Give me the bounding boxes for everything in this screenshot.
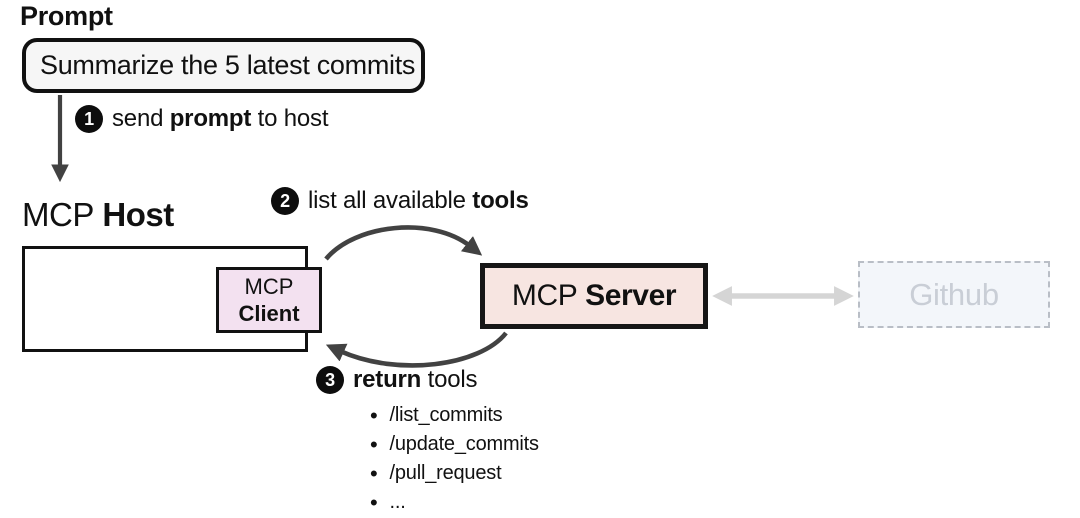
returned-tools-list: •/list_commits •/update_commits •/pull_r… — [360, 401, 539, 517]
bullet-icon: • — [370, 402, 378, 428]
tool-list-item: •/update_commits — [370, 431, 539, 457]
client-to-server-arc — [324, 225, 483, 261]
mcp-client-line1: MCP — [244, 273, 294, 299]
bullet-icon: • — [370, 489, 378, 515]
prompt-box: Summarize the 5 latest commits — [22, 38, 425, 93]
prompt-heading: Prompt — [20, 1, 113, 31]
github-box: Github — [858, 261, 1050, 328]
step-2-text: list all available tools — [308, 187, 529, 214]
tool-list-item: •... — [370, 489, 406, 515]
bullet-icon: • — [370, 460, 378, 486]
github-label: Github — [909, 276, 999, 312]
step-3-label: 3 return tools — [316, 366, 478, 394]
mcp-client-line2: Client — [238, 301, 300, 326]
tool-list-item: •/list_commits — [370, 402, 503, 428]
bullet-icon: • — [370, 431, 378, 457]
step-1-badge: 1 — [75, 105, 103, 133]
prompt-text: Summarize the 5 latest commits — [40, 50, 416, 80]
step-3-text: return tools — [353, 366, 478, 393]
tool-list-item: •/pull_request — [370, 460, 502, 486]
step-2-badge: 2 — [271, 187, 299, 215]
step-1-text: send prompt to host — [112, 105, 329, 132]
server-to-client-arc — [325, 331, 508, 368]
step-3-badge: 3 — [316, 366, 344, 394]
step-1-label: 1 send prompt to host — [75, 105, 328, 133]
step-2-label: 2 list all available tools — [271, 187, 529, 215]
